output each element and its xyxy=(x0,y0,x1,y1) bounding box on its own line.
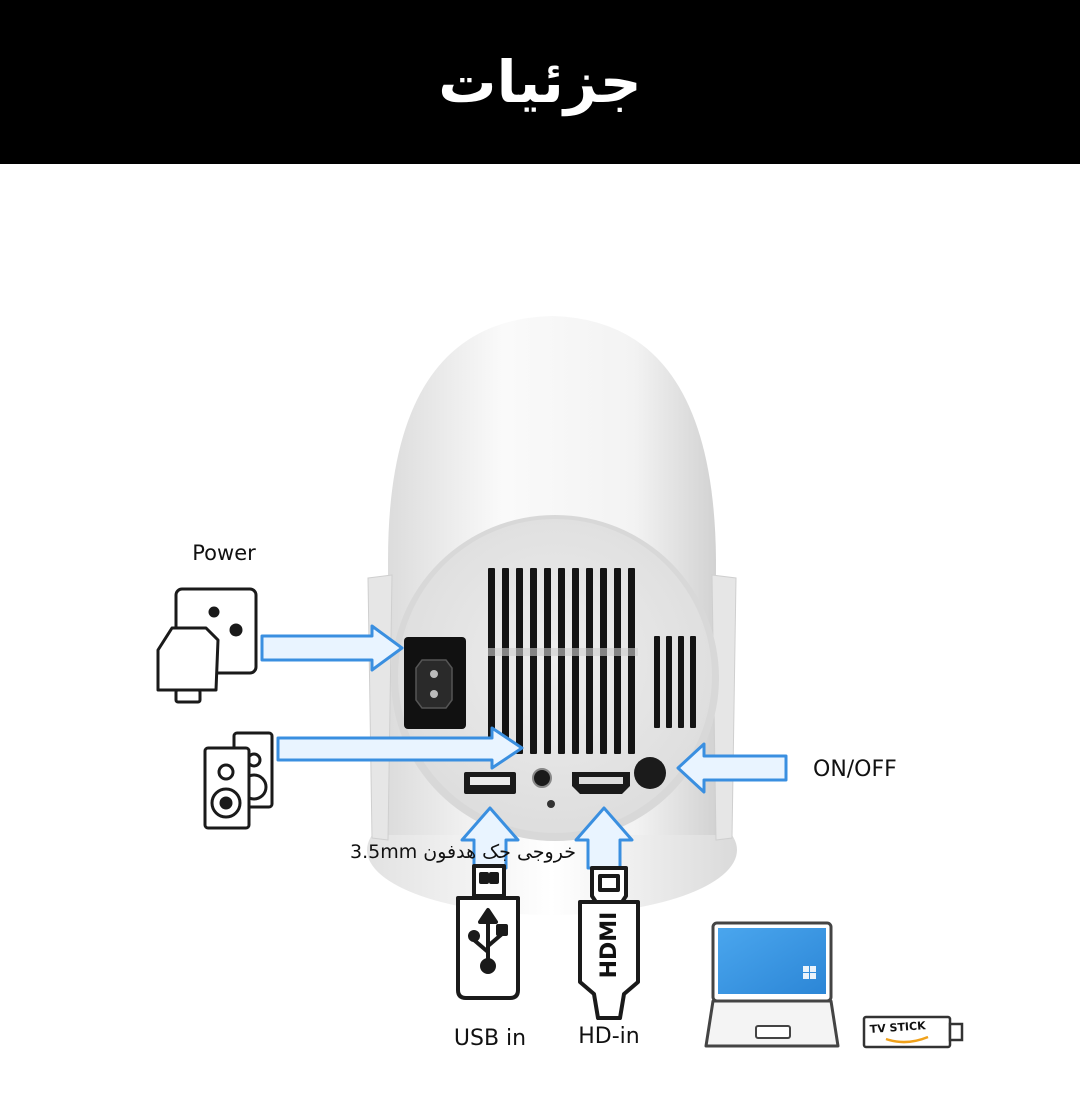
power-arrow xyxy=(260,624,404,672)
usb-stick-icon xyxy=(456,864,520,1000)
cooling-vents xyxy=(488,568,696,754)
on-off-arrow xyxy=(676,742,788,794)
power-socket-port xyxy=(404,637,466,729)
tv-stick-icon xyxy=(862,1015,964,1049)
reset-hole xyxy=(547,800,555,808)
power-button xyxy=(634,757,666,789)
power-label: Power xyxy=(192,541,256,565)
hd-in-label: HD-in xyxy=(578,1024,639,1049)
audio-jack-port xyxy=(532,768,552,788)
projector-port-diagram: HDMI TV STICK Power خروجی جک هدفون 3.5mm… xyxy=(156,316,964,1051)
usb-port xyxy=(464,772,516,794)
usb-arrow xyxy=(460,806,520,870)
projector-body xyxy=(367,316,737,915)
laptop-icon xyxy=(704,921,840,1048)
on-off-label: ON/OFF xyxy=(813,757,897,782)
power-plug-icon xyxy=(156,587,258,704)
speaker-icon xyxy=(203,731,274,830)
hdmi-plug-icon xyxy=(578,866,640,1020)
audio-output-label: خروجی جک هدفون 3.5mm xyxy=(350,841,576,863)
hdmi-arrow xyxy=(574,806,634,870)
usb-in-label: USB in xyxy=(454,1026,526,1051)
header-banner: جزئیات xyxy=(0,0,1080,164)
audio-arrow xyxy=(276,726,524,770)
page-title: جزئیات xyxy=(438,48,642,116)
tv-stick-label: TV STICK xyxy=(869,1019,926,1036)
hdmi-port xyxy=(572,772,630,794)
hdmi-plug-label: HDMI xyxy=(597,912,622,979)
